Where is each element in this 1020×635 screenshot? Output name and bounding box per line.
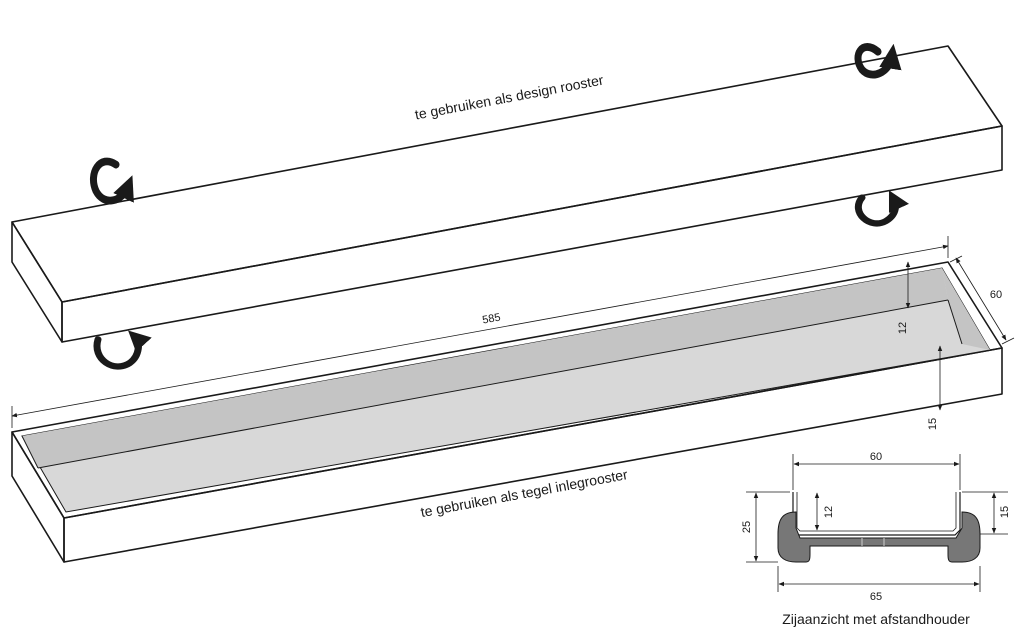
length-dimension: 585: [11, 236, 949, 428]
section-inner-depth-value: 12: [823, 506, 835, 518]
width-dimension: 60: [949, 255, 1015, 345]
inner-depth-value: 12: [897, 322, 909, 334]
side-view-section: 60 25 12 15 65 Zijaanzicht met afstandho…: [741, 451, 1011, 627]
section-base-width-value: 65: [870, 591, 882, 603]
side-view-caption: Zijaanzicht met afstandhouder: [782, 611, 970, 627]
design-grate-label: te gebruiken als design rooster: [414, 72, 605, 123]
rotate-arrow-icon: [93, 330, 152, 370]
height-value: 15: [927, 418, 939, 430]
section-width-value: 60: [870, 451, 882, 463]
rotate-arrow-icon: [854, 43, 902, 79]
height-dimension: 15: [927, 345, 943, 430]
rotate-arrow-icon: [854, 190, 910, 227]
section-height-value: 25: [741, 521, 753, 533]
spacer-profile: [777, 511, 981, 563]
length-value: 585: [481, 312, 501, 327]
width-value: 60: [990, 289, 1002, 301]
rotate-arrow-icon: [90, 157, 134, 205]
tile-tray: te gebruiken als tegel inlegrooster: [11, 261, 1003, 563]
section-side-value: 15: [999, 506, 1011, 518]
inner-depth-dimension: 12: [897, 261, 911, 334]
